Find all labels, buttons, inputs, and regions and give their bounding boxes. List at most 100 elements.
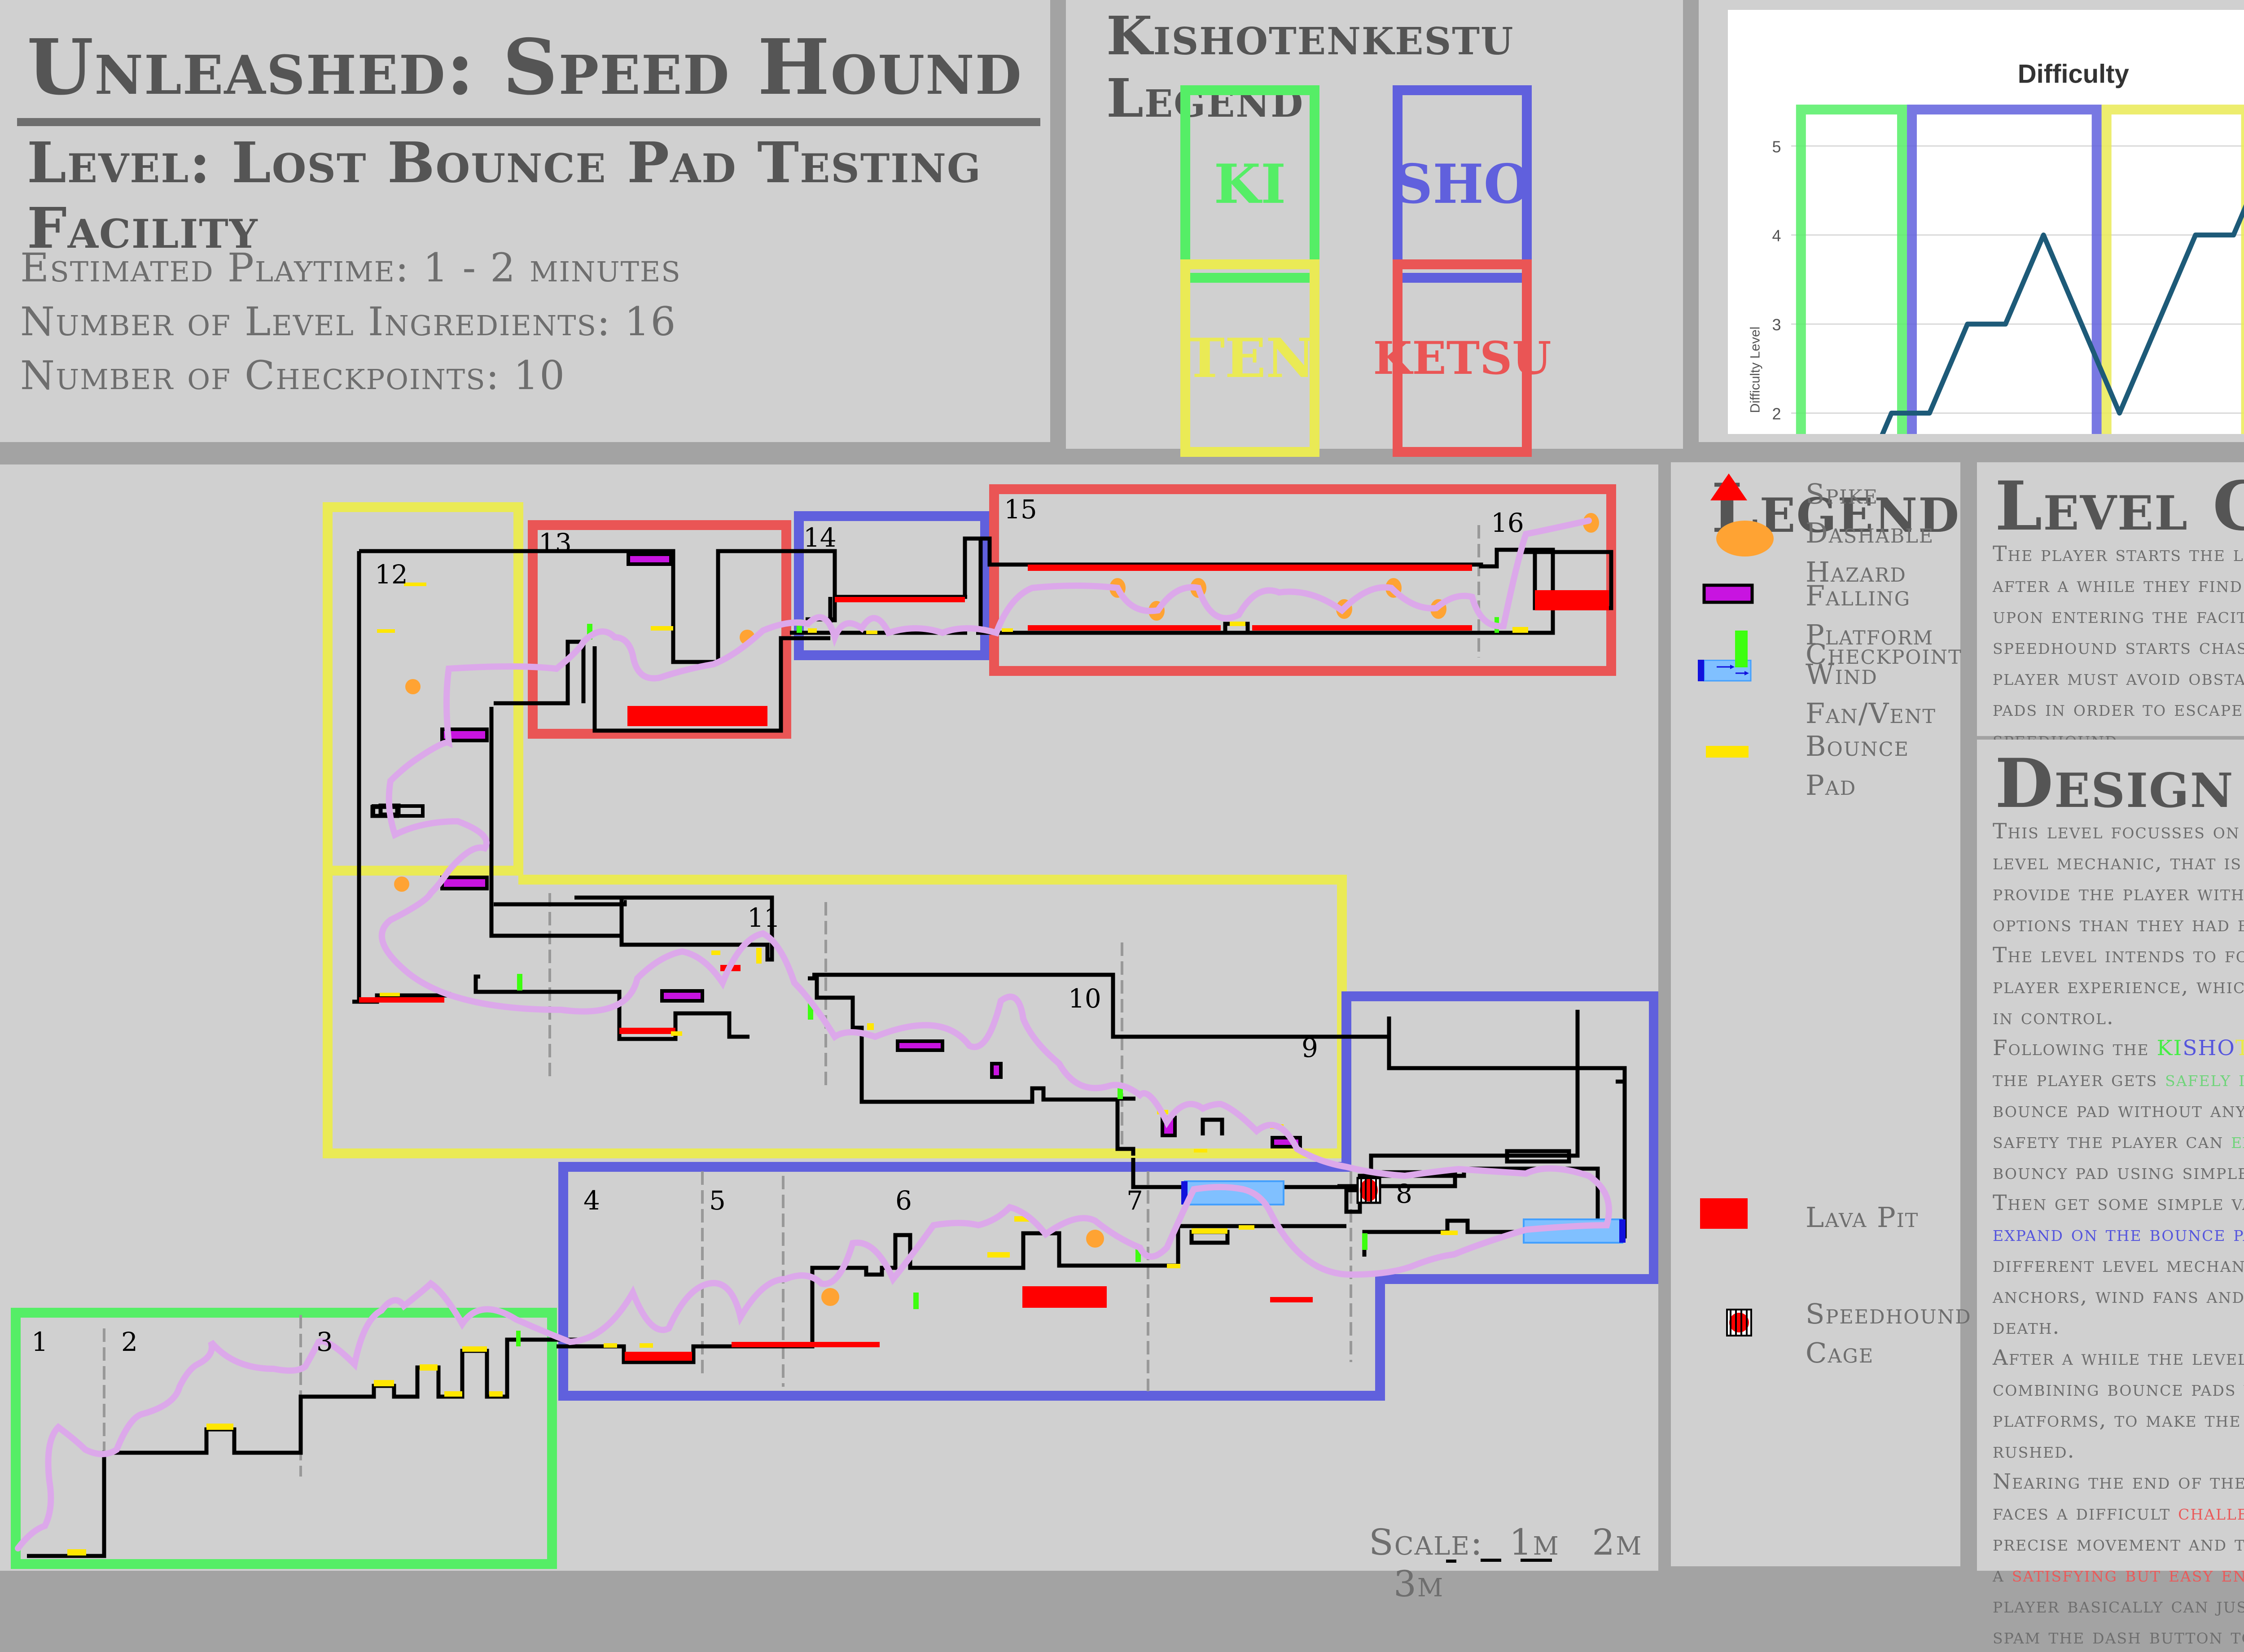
ki-phase-box bbox=[11, 1308, 557, 1569]
spike-row bbox=[835, 597, 965, 602]
section-label-5: 5 bbox=[709, 1185, 726, 1216]
ten-highlight: TEN bbox=[2235, 1036, 2244, 1060]
speedhound-cage-icon bbox=[1726, 1309, 1752, 1336]
legend-label: Spike bbox=[1806, 478, 1878, 510]
lava-pit-icon bbox=[1700, 1198, 1748, 1229]
scale-3m: 3m bbox=[1394, 1563, 1444, 1605]
level-map: 1 2 3 4 5 6 7 8 9 10 11 12 13 14 15 16 bbox=[11, 484, 1659, 1569]
intent-paragraph-4: Then get some simple variations that exp… bbox=[1993, 1188, 2244, 1342]
section-label-15: 15 bbox=[1004, 494, 1037, 525]
legend-label: Checkpoint bbox=[1806, 638, 1962, 670]
section-label-14: 14 bbox=[803, 522, 837, 553]
sho-phrase-highlight: expand on the bounce pad bbox=[1993, 1222, 2244, 1246]
legend-label: Wind bbox=[1806, 658, 1878, 691]
spike-row bbox=[619, 1028, 675, 1034]
ten-label: TEN bbox=[1184, 326, 1315, 390]
checkpoint-icon bbox=[1735, 631, 1748, 667]
kishotenketsu-heading: Kishotenkestu Legend bbox=[1106, 4, 1514, 129]
legend-label: Pad bbox=[1806, 768, 1857, 802]
spikes bbox=[359, 565, 1472, 1347]
legend-label: Bounce bbox=[1806, 730, 1909, 762]
lava-pit bbox=[627, 706, 767, 726]
phase-boxes bbox=[11, 484, 1659, 1569]
level-title: Level: Lost Bounce Pad Testing Facility bbox=[27, 130, 982, 261]
sho-phase-box-4-8 bbox=[558, 991, 1659, 1401]
ketsu-label: KETSU bbox=[1373, 332, 1552, 385]
stat-checkpoints: Number of Checkpoints: 10 bbox=[20, 352, 566, 399]
lava-pit bbox=[1022, 1286, 1107, 1308]
legend-label: Hazard bbox=[1806, 555, 1907, 588]
level-map-panel: 1 2 3 4 5 6 7 8 9 10 11 12 13 14 15 16 S… bbox=[0, 464, 1659, 1605]
kishotenketsu-legend-panel: Kishotenkestu Legend KI SHO TEN KETSU bbox=[1066, 0, 1683, 457]
sho-box: SHO bbox=[1393, 85, 1532, 283]
section-label-10: 10 bbox=[1068, 983, 1101, 1014]
intent-paragraph-1: This level focusses on the bounce pad le… bbox=[1993, 819, 2244, 937]
section-label-16: 16 bbox=[1491, 508, 1524, 538]
sho-label: SHO bbox=[1394, 152, 1531, 216]
bounce-pads bbox=[67, 583, 1528, 1556]
section-label-6: 6 bbox=[895, 1185, 912, 1216]
bounce-pad-icon bbox=[1706, 746, 1749, 758]
ki-phrase-highlight: experiment bbox=[2231, 1129, 2244, 1153]
section-label-1: 1 bbox=[31, 1327, 48, 1357]
svg-text:Difficulty Level: Difficulty Level bbox=[1748, 327, 1763, 413]
difficulty-chart: Difficulty01234512345678910111213141516L… bbox=[1728, 10, 2244, 685]
section-label-8: 8 bbox=[1396, 1179, 1412, 1209]
ki-phrase-highlight: safely introduced bbox=[2165, 1067, 2244, 1091]
spike-icon bbox=[1710, 473, 1747, 500]
level-concept-panel: Level Concept The player starts the leve… bbox=[1977, 462, 2244, 752]
legend-label: Dashable bbox=[1806, 517, 1934, 549]
legend-label: Lava Pit bbox=[1806, 1201, 1919, 1234]
ketsu-box: KETSU bbox=[1373, 259, 1552, 457]
design-intent-text: This level focusses on the bounce pad le… bbox=[1993, 816, 2244, 1652]
scale-2m: 2m bbox=[1592, 1521, 1643, 1563]
title-panel: Unleashed: Speed Hound Level: Lost Bounc… bbox=[0, 0, 1050, 442]
level-concept-text: The player starts the level outside when… bbox=[1993, 542, 2244, 752]
lava-pits bbox=[625, 590, 1609, 1361]
wind-fan-emitter bbox=[1619, 1219, 1626, 1243]
section-label-13: 13 bbox=[539, 528, 572, 558]
scale-indicator: Scale: 1m 2m 3m bbox=[1369, 1521, 1658, 1605]
spike-row bbox=[1270, 1297, 1313, 1302]
falling-platform-icon bbox=[1702, 583, 1754, 604]
intent-paragraph-2: The level intends to follow the intended… bbox=[1993, 943, 2244, 1030]
design-intent-heading: Design Intent bbox=[1995, 744, 2244, 823]
spike-row bbox=[359, 997, 444, 1003]
spike-row bbox=[1028, 625, 1221, 631]
section-label-3: 3 bbox=[316, 1327, 333, 1357]
difficulty-line-chart: Difficulty01234512345678910111213141516L… bbox=[1748, 59, 2244, 685]
svg-text:4: 4 bbox=[1772, 227, 1781, 245]
speedhound-cage bbox=[1356, 1177, 1381, 1204]
section-label-4: 4 bbox=[583, 1185, 600, 1216]
stat-ingredients: Number of Level Ingredients: 16 bbox=[20, 298, 677, 345]
spike-row bbox=[732, 1342, 880, 1347]
section-label-12: 12 bbox=[375, 559, 408, 590]
scale-1m: 1m bbox=[1509, 1521, 1560, 1563]
legend-label: Cage bbox=[1806, 1336, 1874, 1369]
legend-label: Falling bbox=[1806, 579, 1911, 612]
ki-box: KI bbox=[1180, 85, 1319, 283]
lava-pit bbox=[1535, 590, 1609, 610]
section-label-9: 9 bbox=[1302, 1033, 1318, 1063]
spike-row bbox=[1028, 565, 1472, 571]
design-intent-panel: Design Intent This level focusses on the… bbox=[1977, 740, 2244, 1649]
ki-label: KI bbox=[1214, 152, 1286, 216]
intent-paragraph-5: After a while the level gets a twist by … bbox=[1993, 1345, 2244, 1463]
svg-text:3: 3 bbox=[1772, 316, 1781, 334]
legend-label: Speedhound bbox=[1806, 1297, 1972, 1330]
spike-row bbox=[1252, 625, 1472, 631]
dashable-hazard-icon bbox=[1716, 521, 1774, 557]
svg-text:5: 5 bbox=[1772, 137, 1781, 156]
title-divider bbox=[17, 118, 1040, 126]
scale-label: Scale: bbox=[1369, 1521, 1484, 1563]
svg-text:Difficulty: Difficulty bbox=[2018, 59, 2129, 88]
legend-label: Platform bbox=[1806, 618, 1934, 651]
ketsu-phrase-highlight: satisfying but easy ending bbox=[2012, 1562, 2244, 1587]
wind-fan-icon bbox=[1698, 660, 1752, 682]
section-label-7: 7 bbox=[1126, 1185, 1143, 1216]
sho-highlight: SHO bbox=[2183, 1036, 2235, 1060]
section-label-2: 2 bbox=[121, 1327, 138, 1357]
ketsu-phase-box-13 bbox=[528, 520, 791, 739]
